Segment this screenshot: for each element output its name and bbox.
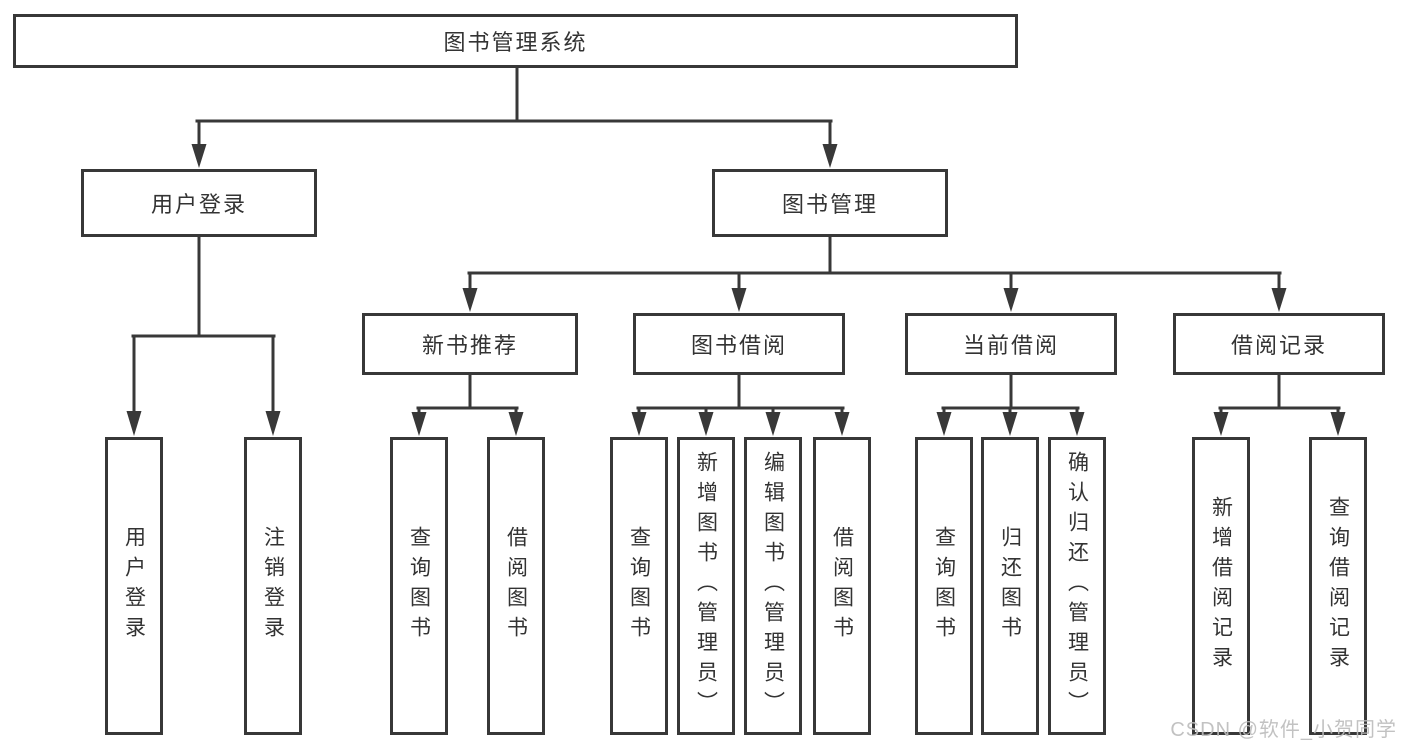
- leaf-query-books-recommend: 查询图书: [390, 437, 448, 735]
- leaf-query-books-borrow: 查询图书: [610, 437, 668, 735]
- arrowhead: [834, 412, 850, 436]
- leaf-borrow-books-recommend: 借阅图书: [487, 437, 545, 735]
- leaf-label: 查询图书: [627, 526, 651, 646]
- arrowhead: [698, 412, 714, 436]
- leaf-label: 编辑图书（管理员）: [761, 451, 785, 721]
- arrowhead: [1069, 412, 1085, 436]
- leaf-label: 注销登录: [261, 526, 285, 646]
- node-new-book-recommend: 新书推荐: [362, 313, 578, 375]
- node-user-login: 用户登录: [81, 169, 317, 237]
- leaf-add-borrow-record: 新增借阅记录: [1192, 437, 1250, 735]
- arrowhead: [508, 412, 524, 436]
- arrowhead: [462, 288, 478, 312]
- arrowhead: [765, 412, 781, 436]
- leaf-borrow-books: 借阅图书: [813, 437, 871, 735]
- leaf-confirm-return-admin: 确认归还（管理员）: [1048, 437, 1106, 735]
- arrowhead: [191, 144, 207, 168]
- leaf-label: 用户登录: [122, 526, 146, 646]
- leaf-user-login: 用户登录: [105, 437, 163, 735]
- arrowhead: [1271, 288, 1287, 312]
- leaf-add-books-admin: 新增图书（管理员）: [677, 437, 735, 735]
- leaf-label: 新增图书（管理员）: [694, 451, 718, 721]
- arrowhead: [822, 144, 838, 168]
- arrowhead: [731, 288, 747, 312]
- node-book-borrow: 图书借阅: [633, 313, 845, 375]
- arrowhead: [1003, 288, 1019, 312]
- csdn-watermark: CSDN @软件_小贺同学: [1170, 719, 1397, 741]
- leaf-edit-books-admin: 编辑图书（管理员）: [744, 437, 802, 735]
- node-system-root: 图书管理系统: [13, 14, 1018, 68]
- leaf-label: 新增借阅记录: [1209, 496, 1233, 676]
- arrowhead: [126, 411, 142, 436]
- arrowhead: [265, 411, 281, 436]
- leaf-return-books: 归还图书: [981, 437, 1039, 735]
- leaf-query-borrow-record: 查询借阅记录: [1309, 437, 1367, 735]
- leaf-label: 归还图书: [998, 526, 1022, 646]
- arrowhead: [936, 412, 952, 436]
- node-borrow-record: 借阅记录: [1173, 313, 1385, 375]
- leaf-label: 查询图书: [407, 526, 431, 646]
- leaf-label: 查询借阅记录: [1326, 496, 1350, 676]
- arrowhead: [411, 412, 427, 436]
- leaf-label: 借阅图书: [504, 526, 528, 646]
- leaf-label: 确认归还（管理员）: [1065, 451, 1089, 721]
- node-current-borrow: 当前借阅: [905, 313, 1117, 375]
- arrowhead: [631, 412, 647, 436]
- arrowhead: [1330, 412, 1346, 436]
- arrowhead: [1213, 412, 1229, 436]
- arrowhead: [1002, 412, 1018, 436]
- leaf-query-books-current: 查询图书: [915, 437, 973, 735]
- leaf-label: 查询图书: [932, 526, 956, 646]
- leaf-logout: 注销登录: [244, 437, 302, 735]
- leaf-label: 借阅图书: [830, 526, 854, 646]
- node-book-management: 图书管理: [712, 169, 948, 237]
